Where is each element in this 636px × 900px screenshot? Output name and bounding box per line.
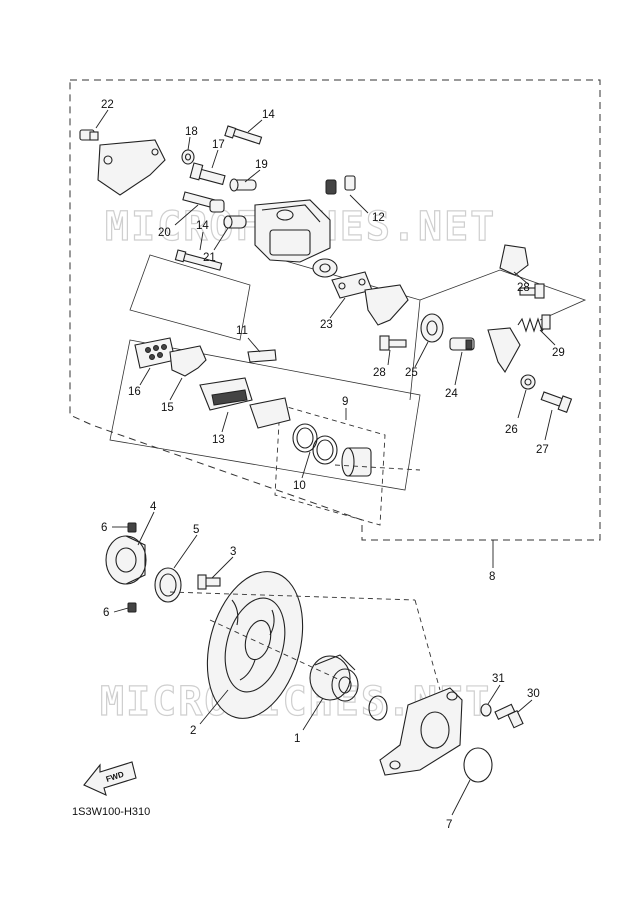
part-2-brake-disc (206, 571, 304, 719)
part-4-axle-nut (105, 535, 147, 585)
caliper-assembly-boundary (69, 79, 601, 541)
callout-numbers: 22 18 14 17 19 12 20 14 21 23 28 11 29 2… (101, 99, 565, 831)
bracket-upper-right (499, 244, 529, 276)
callout-16: 16 (128, 386, 141, 398)
part-18-washer (181, 149, 195, 165)
part-28-bolt-b (519, 283, 545, 299)
leader-lines (95, 109, 556, 816)
forward-arrow-icon: FWD (83, 761, 137, 796)
callout-11: 11 (236, 325, 248, 337)
part-22-bolt (79, 129, 99, 141)
callout-6: 6 (101, 522, 107, 534)
callout-12: 12 (372, 212, 385, 224)
part-21-boot (223, 215, 247, 229)
callout-15: 15 (161, 402, 174, 414)
part-28-bolt-a (379, 335, 407, 351)
part-11-shim (247, 349, 277, 363)
part-30-bolt (494, 703, 524, 729)
part-10-piston-seals (292, 423, 338, 465)
callout-13: 13 (212, 434, 225, 446)
callout-21: 21 (203, 252, 216, 264)
callout-6: 6 (103, 607, 109, 619)
support-bracket (364, 284, 409, 326)
part-29-spring (517, 314, 551, 333)
part-24-pin (449, 337, 475, 351)
part-14-pin-top (224, 125, 263, 145)
callout-30: 30 (527, 688, 540, 700)
hub-o-ring (368, 695, 388, 721)
callout-1: 1 (294, 733, 300, 745)
callout-5: 5 (193, 524, 199, 536)
callout-28: 28 (373, 367, 386, 379)
part-9-piston (341, 447, 372, 477)
part-14-pin-bottom (174, 249, 223, 271)
callout-26: 26 (505, 424, 518, 436)
part-15-shim (169, 345, 207, 377)
part-26-nut (520, 374, 536, 390)
callout-9: 9 (342, 396, 348, 408)
callout-23: 23 (320, 319, 333, 331)
part-16-pad-spring (134, 337, 176, 369)
bracket-hole (151, 148, 159, 156)
part-20-bolt (182, 191, 225, 213)
callout-10: 10 (293, 480, 306, 492)
callout-18: 18 (185, 126, 198, 138)
caliper-body (254, 199, 338, 278)
callout-7: 7 (446, 819, 452, 831)
part-5-spacer (154, 567, 182, 603)
diagram-code: 1S3W100-H310 (72, 806, 150, 818)
bracket-hole (103, 155, 113, 165)
piston-kit-boundary (274, 404, 386, 526)
callout-22: 22 (101, 99, 114, 111)
part-31-washer (480, 703, 492, 717)
callout-24: 24 (445, 388, 458, 400)
callout-14: 14 (196, 220, 209, 232)
part-19-boot (229, 178, 257, 192)
callout-14: 14 (262, 109, 275, 121)
callout-28: 28 (517, 282, 530, 294)
part-25-bushing (420, 313, 444, 343)
bracket-lower-right (487, 327, 521, 374)
part-7-circlip (463, 747, 493, 783)
callout-4: 4 (150, 501, 157, 513)
callout-25: 25 (405, 367, 418, 379)
callout-19: 19 (255, 159, 268, 171)
caliper-bracket-lower (379, 687, 463, 776)
callout-8: 8 (489, 571, 495, 583)
part-3-bolt (197, 574, 221, 590)
bracket-outline (419, 269, 587, 321)
part-6-bolt-bottom (127, 602, 137, 613)
caliper-bracket-plate (97, 139, 166, 196)
callout-20: 20 (158, 227, 171, 239)
part-6-bolt-top (127, 522, 137, 533)
pad-group-outline (129, 254, 251, 341)
pad-kit-outline (109, 339, 421, 491)
part-1-hub (309, 654, 359, 702)
part-12-bleeder (325, 175, 356, 195)
part-13-brake-pads (199, 377, 291, 429)
callout-29: 29 (552, 347, 565, 359)
part-27-bolt (540, 391, 573, 413)
caliper-outline (264, 254, 421, 401)
callout-3: 3 (230, 546, 236, 558)
callout-31: 31 (492, 673, 505, 685)
callout-2: 2 (190, 725, 196, 737)
callout-27: 27 (536, 444, 549, 456)
callout-17: 17 (212, 139, 225, 151)
part-17-bolt (189, 162, 226, 186)
